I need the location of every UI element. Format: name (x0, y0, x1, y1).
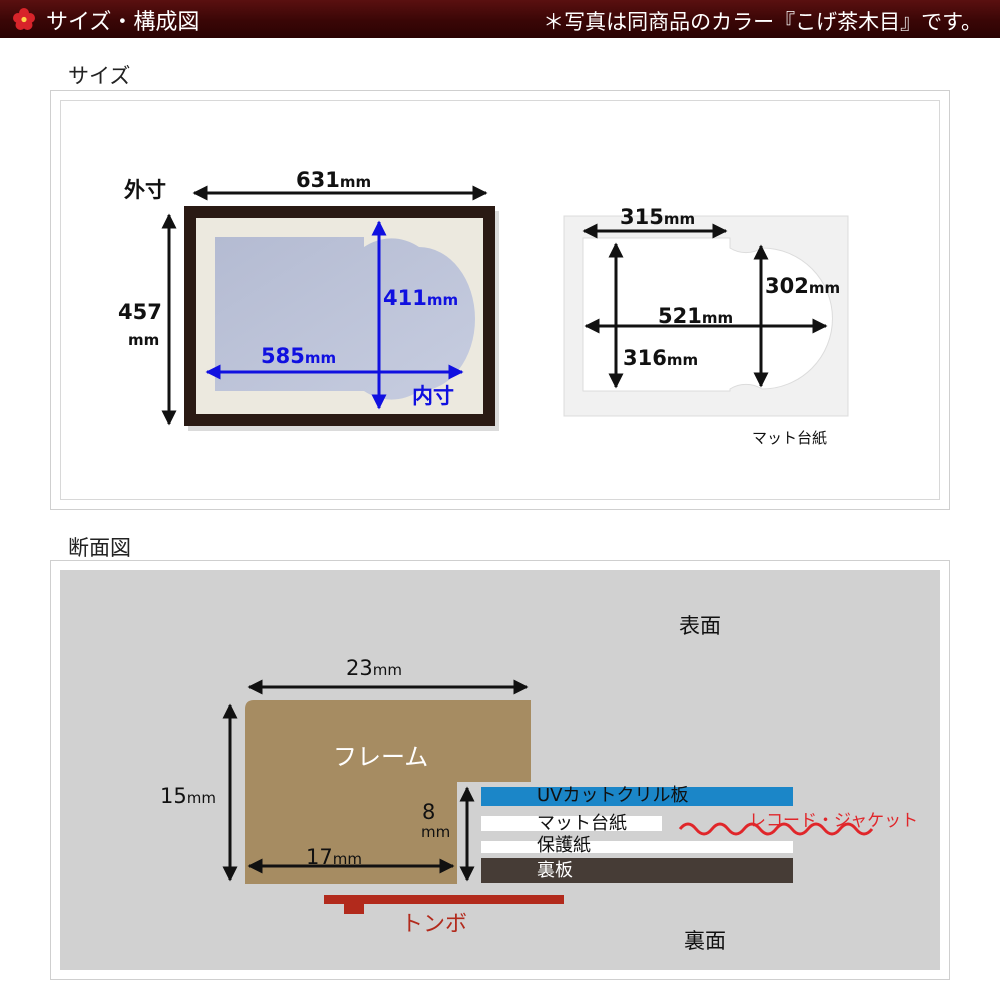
layer-protect-label: 保護紙 (537, 835, 591, 856)
rabbet-depth-value: 8 (422, 800, 436, 824)
tombo-tab (344, 904, 364, 914)
frame-width-value: 23mm (346, 656, 402, 680)
outer-label: 外寸 (124, 178, 166, 202)
header-title: サイズ・構成図 (46, 10, 200, 35)
layer-protect (481, 841, 793, 853)
inner-label: 内寸 (412, 384, 454, 408)
tombo-label: トンボ (401, 912, 468, 937)
mat-width-total-value: 521mm (658, 304, 734, 328)
section-diagram (222, 679, 874, 914)
record-jacket-label: レコード・ジャケット (749, 811, 919, 831)
outer-width-value: 631mm (296, 168, 372, 192)
layer-back (481, 858, 793, 883)
frame-profile (245, 700, 531, 884)
size-diagram (161, 185, 849, 431)
mat-window (215, 237, 475, 400)
layer-acrylic (481, 787, 793, 806)
mat-height-round-value: 302mm (765, 274, 841, 298)
section-view-label: 断面図 (68, 536, 131, 560)
layer-mat (481, 816, 662, 831)
mat-width-rect-value: 315mm (620, 205, 696, 229)
layer-back-label: 裏板 (537, 860, 573, 881)
mat-height-rect-value: 316mm (623, 346, 699, 370)
rabbet-depth-unit: mm (421, 823, 451, 841)
frame-photo (184, 206, 499, 431)
mat-caption: マット台紙 (752, 429, 828, 447)
size-panel-inner (60, 100, 940, 500)
size-section-label: サイズ (68, 64, 131, 88)
outer-height-unit: mm (128, 331, 160, 349)
layer-mat-label: マット台紙 (537, 813, 627, 834)
header-note: ＊写真は同商品のカラー『こげ茶木目』です。 (543, 10, 982, 34)
record-jacket-wave (678, 822, 874, 836)
flower-logo-icon (13, 8, 35, 30)
back-label: 裏面 (684, 929, 726, 953)
front-label: 表面 (679, 614, 721, 638)
frame-label: フレーム (333, 743, 429, 771)
rabbet-width-value: 17mm (306, 845, 362, 869)
inner-width-value: 585mm (261, 344, 337, 368)
layer-acrylic-label: UVカットクリル板 (537, 785, 689, 806)
inner-height-value: 411mm (383, 286, 459, 310)
outer-height-value: 457 (118, 300, 162, 324)
header-bar: サイズ・構成図 ＊写真は同商品のカラー『こげ茶木目』です。 (0, 0, 1000, 38)
frame-height-value: 15mm (160, 784, 216, 808)
tombo-bar (324, 895, 564, 904)
